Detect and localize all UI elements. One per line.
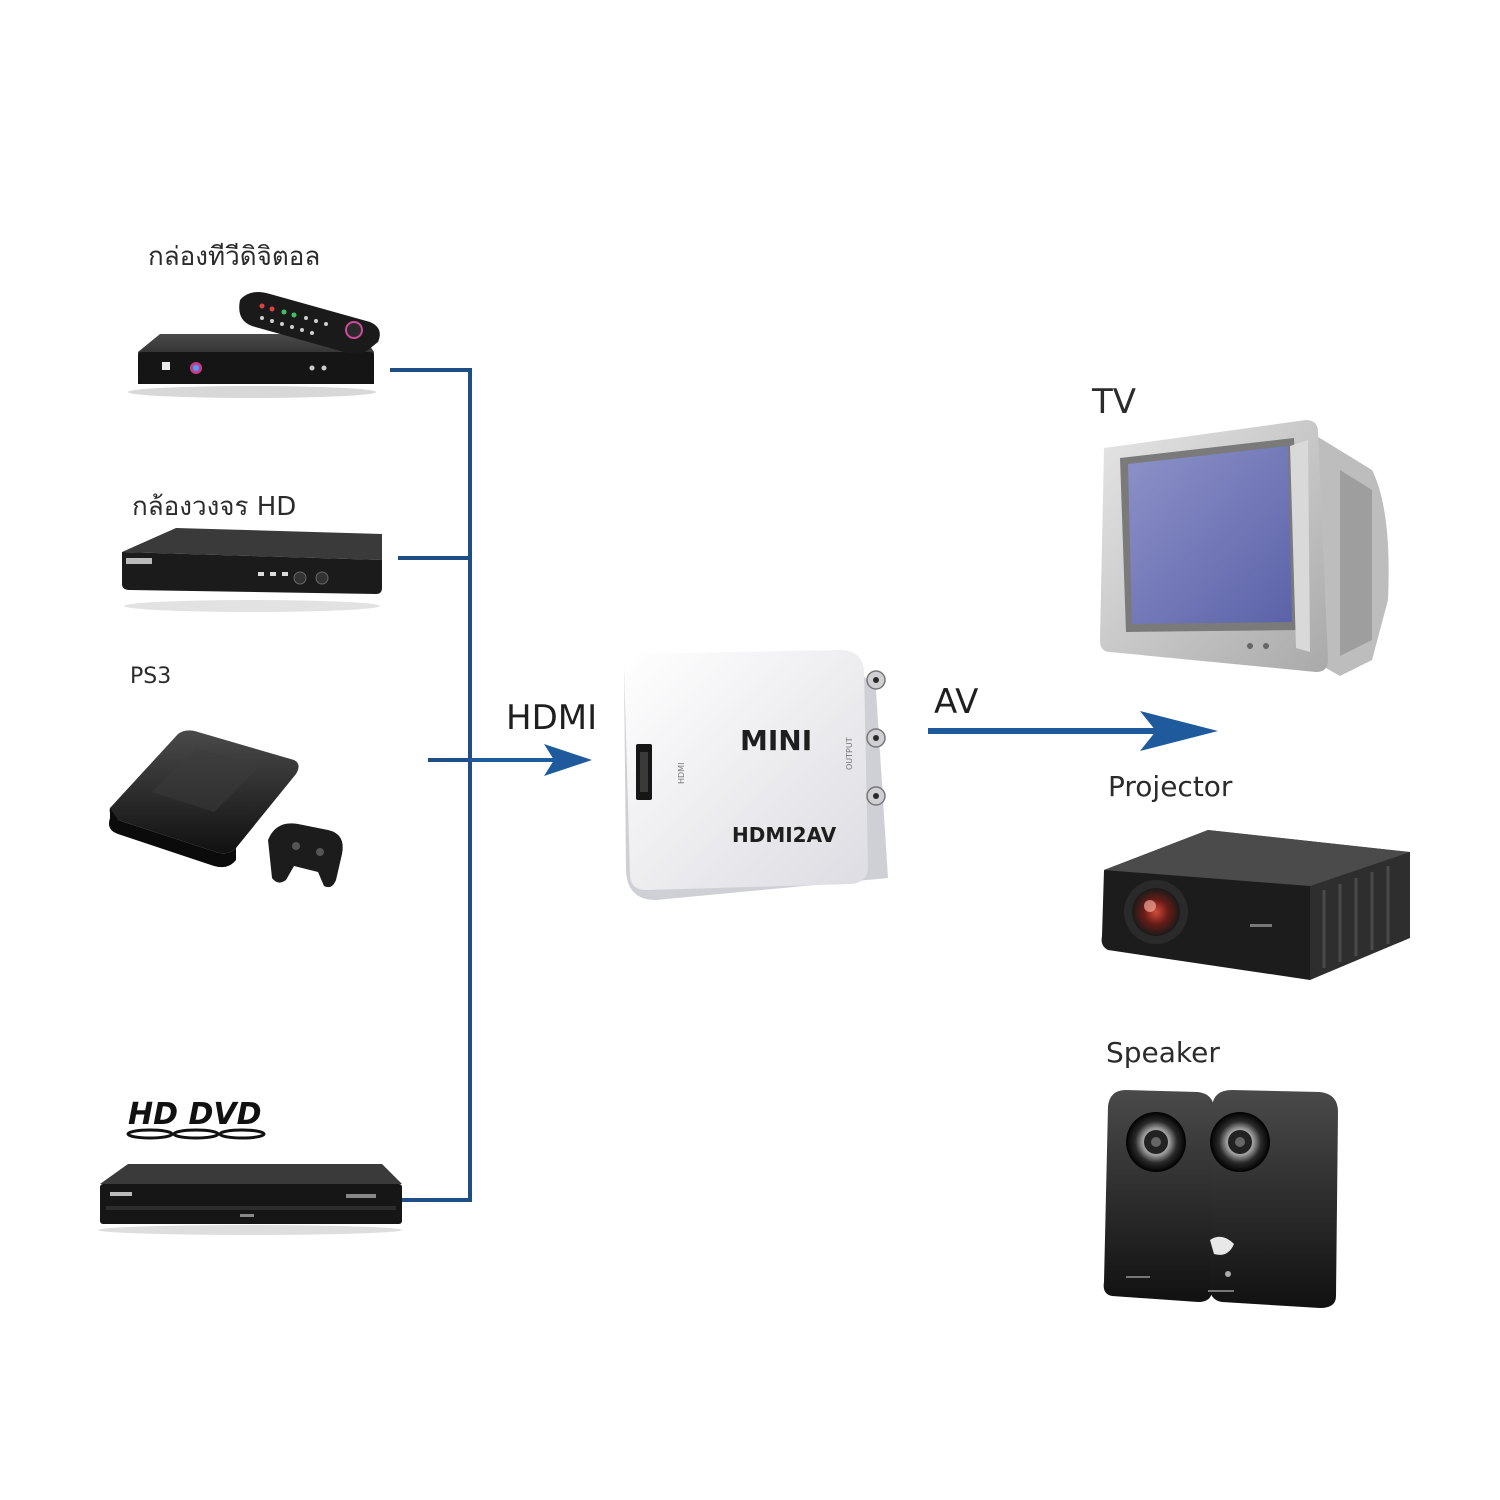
source-label-ps3: PS3	[130, 664, 172, 689]
settop-box-device	[128, 292, 380, 398]
hdmi-arrow	[470, 744, 592, 776]
output-label-tv: TV	[1092, 382, 1137, 422]
tv-device	[1100, 420, 1389, 676]
speaker-device	[1103, 1090, 1338, 1308]
svg-text:MINI: MINI	[740, 724, 812, 757]
svg-text:HDMI2AV: HDMI2AV	[732, 823, 837, 847]
dvr-device	[122, 528, 382, 612]
output-label-projector: Projector	[1108, 770, 1233, 803]
svg-text:HDMI: HDMI	[677, 763, 686, 784]
hddvd-player-device	[98, 1164, 402, 1235]
projector-device	[1101, 830, 1410, 980]
svg-text:OUTPUT: OUTPUT	[845, 737, 854, 770]
source-label-settop: กล่องทีวีดิจิตอล	[148, 242, 321, 272]
svg-text:HD DVD: HD DVD	[128, 1097, 261, 1132]
source-label-dvr: กล้องวงจร HD	[132, 492, 297, 522]
connection-label-av: AV	[934, 682, 979, 722]
connection-label-hdmi: HDMI	[506, 698, 598, 738]
hdmi2av-converter: MINI HDMI2AV HDMI OUTPUT	[624, 650, 888, 900]
source-bus	[384, 368, 472, 1202]
av-arrow	[928, 711, 1218, 751]
ps3-device	[109, 730, 343, 888]
hd-dvd-logo: HD DVD	[126, 1097, 266, 1140]
output-label-speaker: Speaker	[1106, 1036, 1220, 1069]
